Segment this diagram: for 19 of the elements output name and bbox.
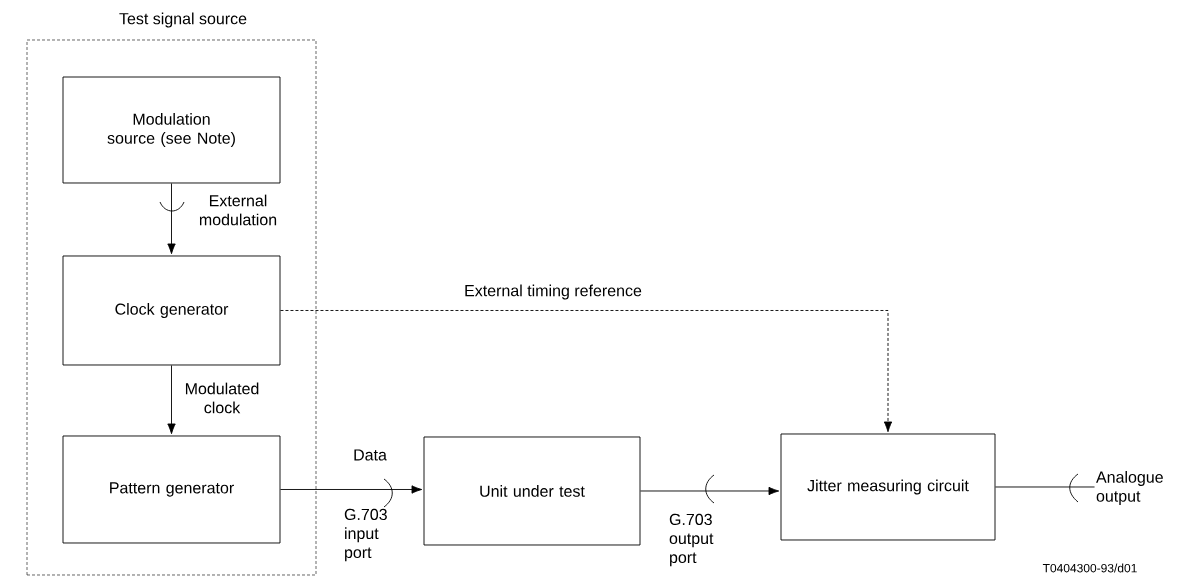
process-box: Modulation source (see Note): [62, 76, 281, 184]
edge-label: External timing reference: [463, 283, 643, 301]
figure-code: T0404300-93/d01: [1042, 563, 1137, 573]
arrow: [167, 183, 176, 255]
arrow: [280, 310, 893, 433]
port-label: G.703 input port: [344, 508, 387, 562]
process-box: Clock generator: [62, 255, 281, 366]
process-box: Unit under test: [423, 436, 641, 546]
group-title: Test signal source: [119, 12, 247, 28]
edge-label: Data: [352, 448, 388, 462]
arrow: [167, 365, 176, 435]
edge-label: Modulated clock: [181, 381, 263, 415]
process-box: Jitter measuring circuit: [780, 433, 996, 541]
arrow: [280, 485, 423, 494]
port-label: G.703 output port: [669, 513, 714, 567]
arrow: [640, 486, 780, 496]
edge-label: External modulation: [197, 193, 279, 227]
process-box: Pattern generator: [62, 435, 281, 544]
output-label: Analogue output: [1096, 471, 1163, 505]
